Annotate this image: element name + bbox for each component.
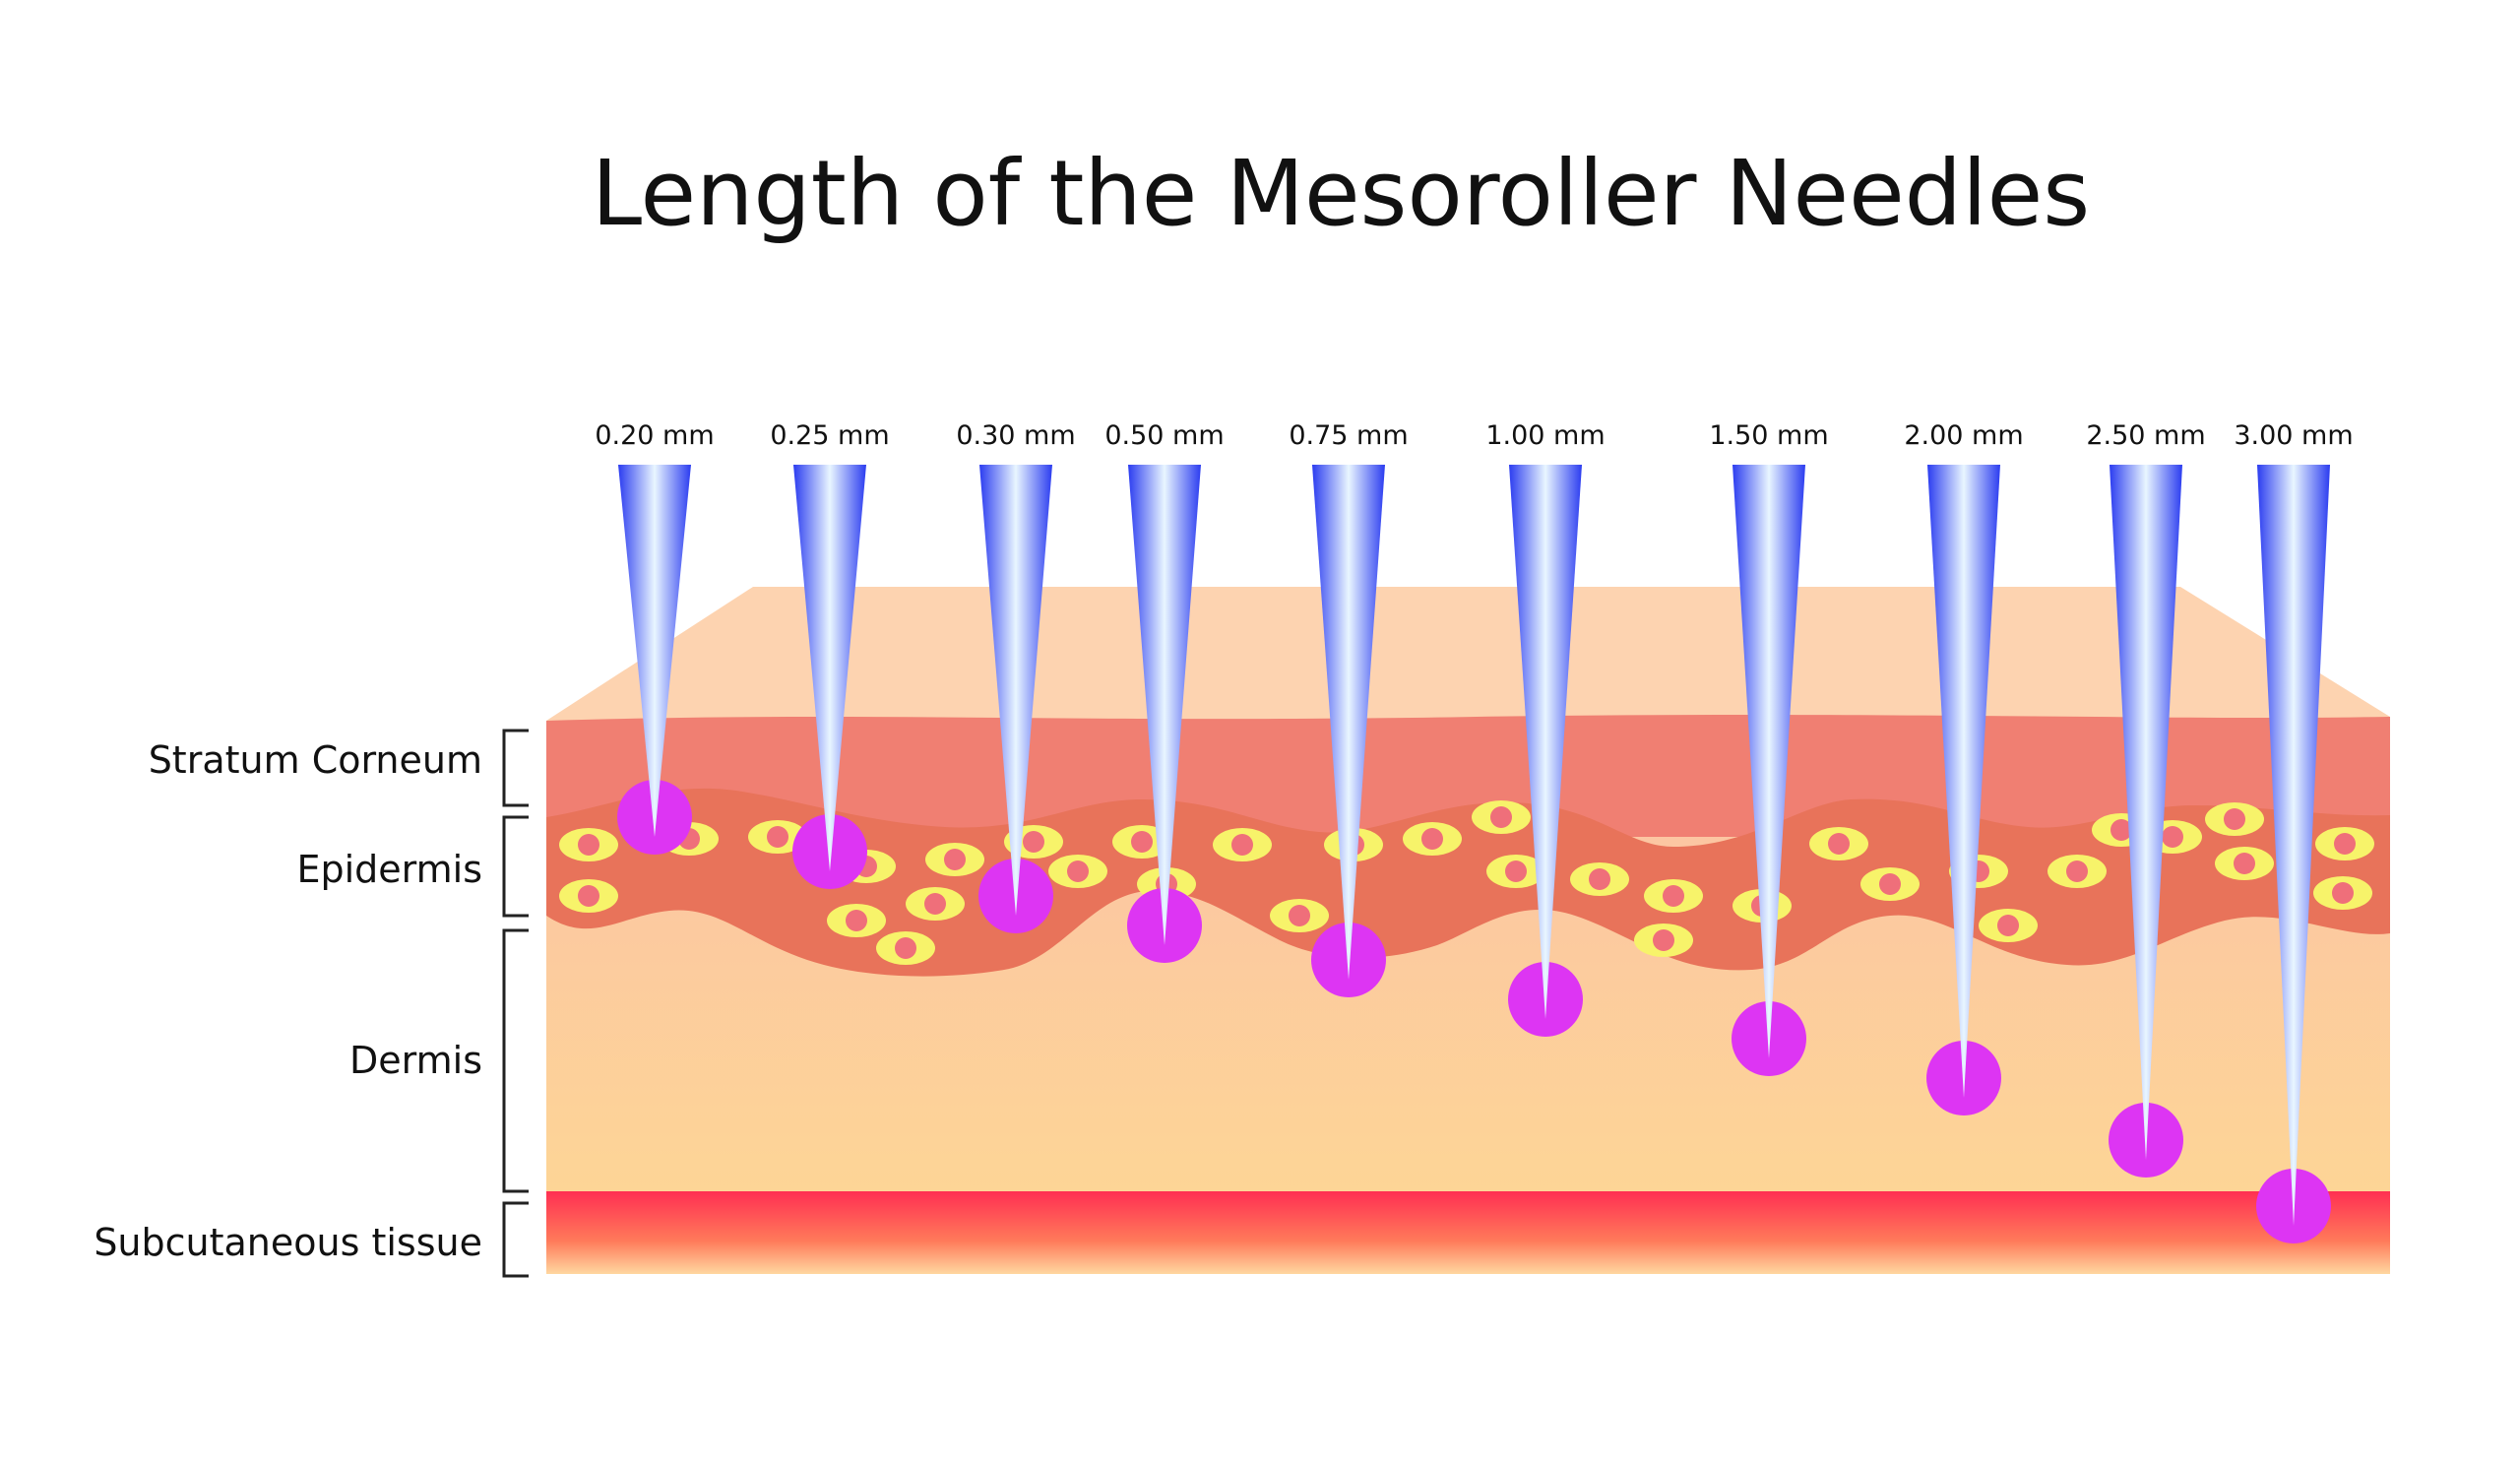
cell [1472, 800, 1531, 834]
cell [2313, 876, 2372, 910]
needle-shaft [618, 465, 691, 837]
cell [559, 879, 618, 913]
cell [1644, 879, 1703, 913]
needle-0-30mm: 0.30 mm [956, 420, 1076, 933]
cell [906, 887, 965, 921]
cell [1048, 855, 1107, 888]
cell [1213, 828, 1272, 861]
needle-shaft [1927, 465, 2000, 1098]
cell [1570, 862, 1629, 896]
label-stratum-corneum: Stratum Corneum [149, 738, 482, 782]
needle-3-00mm: 3.00 mm [2234, 420, 2354, 1243]
needle-label: 1.50 mm [1709, 420, 1828, 451]
epidermis-cells [559, 800, 2374, 965]
cell [1270, 899, 1329, 932]
subcutaneous-layer [546, 1191, 2390, 1274]
needle-shaft [793, 465, 866, 871]
needle-label: 0.50 mm [1104, 420, 1224, 451]
cell [1634, 924, 1693, 957]
label-dermis: Dermis [349, 1039, 482, 1082]
cell [1860, 867, 1920, 901]
cell [2215, 847, 2274, 880]
needle-1-00mm: 1.00 mm [1485, 420, 1606, 1037]
cell [1809, 827, 1868, 860]
needle-0-75mm: 0.75 mm [1289, 420, 1409, 997]
label-subcutaneous-tissue: Subcutaneous tissue [94, 1221, 482, 1264]
needle-shaft [2257, 465, 2330, 1226]
bracket-stratum-corneum [502, 729, 529, 807]
bracket-dermis [502, 928, 529, 1193]
needle-shaft [979, 465, 1052, 916]
label-epidermis: Epidermis [296, 848, 482, 891]
cell [2315, 827, 2374, 860]
needle-label: 0.75 mm [1289, 420, 1408, 451]
cell [2205, 802, 2264, 836]
needle-label: 3.00 mm [2234, 420, 2353, 451]
needle-label: 0.20 mm [595, 420, 714, 451]
cell [748, 820, 807, 854]
needle-1-50mm: 1.50 mm [1709, 420, 1829, 1076]
needle-shaft [1732, 465, 1805, 1058]
cell [559, 828, 618, 861]
layer-legend: Stratum Corneum Epidermis Dermis Subcuta… [94, 729, 529, 1278]
page-title: Length of the Mesoroller Needles [592, 141, 2090, 246]
needle-label: 2.00 mm [1904, 420, 2023, 451]
bracket-epidermis [502, 815, 529, 918]
cell [1403, 822, 1462, 856]
cell [1486, 855, 1545, 888]
cell [2048, 855, 2107, 888]
needle-0-20mm: 0.20 mm [595, 420, 715, 855]
cell [925, 843, 984, 876]
cell [1979, 909, 2038, 942]
needle-2-50mm: 2.50 mm [2086, 420, 2206, 1178]
needle-shaft [2110, 465, 2182, 1160]
needle-0-25mm: 0.25 mm [770, 420, 890, 889]
needle-2-00mm: 2.00 mm [1904, 420, 2024, 1115]
needle-label: 2.50 mm [2086, 420, 2205, 451]
cell [827, 904, 886, 937]
needle-label: 0.30 mm [956, 420, 1075, 451]
needle-shaft [1509, 465, 1582, 1019]
needle-shaft [1128, 465, 1201, 945]
bracket-subcutaneous-tissue [502, 1201, 529, 1278]
needle-0-50mm: 0.50 mm [1104, 420, 1225, 963]
needle-label: 1.00 mm [1485, 420, 1605, 451]
needle-shaft [1312, 465, 1385, 980]
needle-label: 0.25 mm [770, 420, 889, 451]
cell [876, 931, 935, 965]
